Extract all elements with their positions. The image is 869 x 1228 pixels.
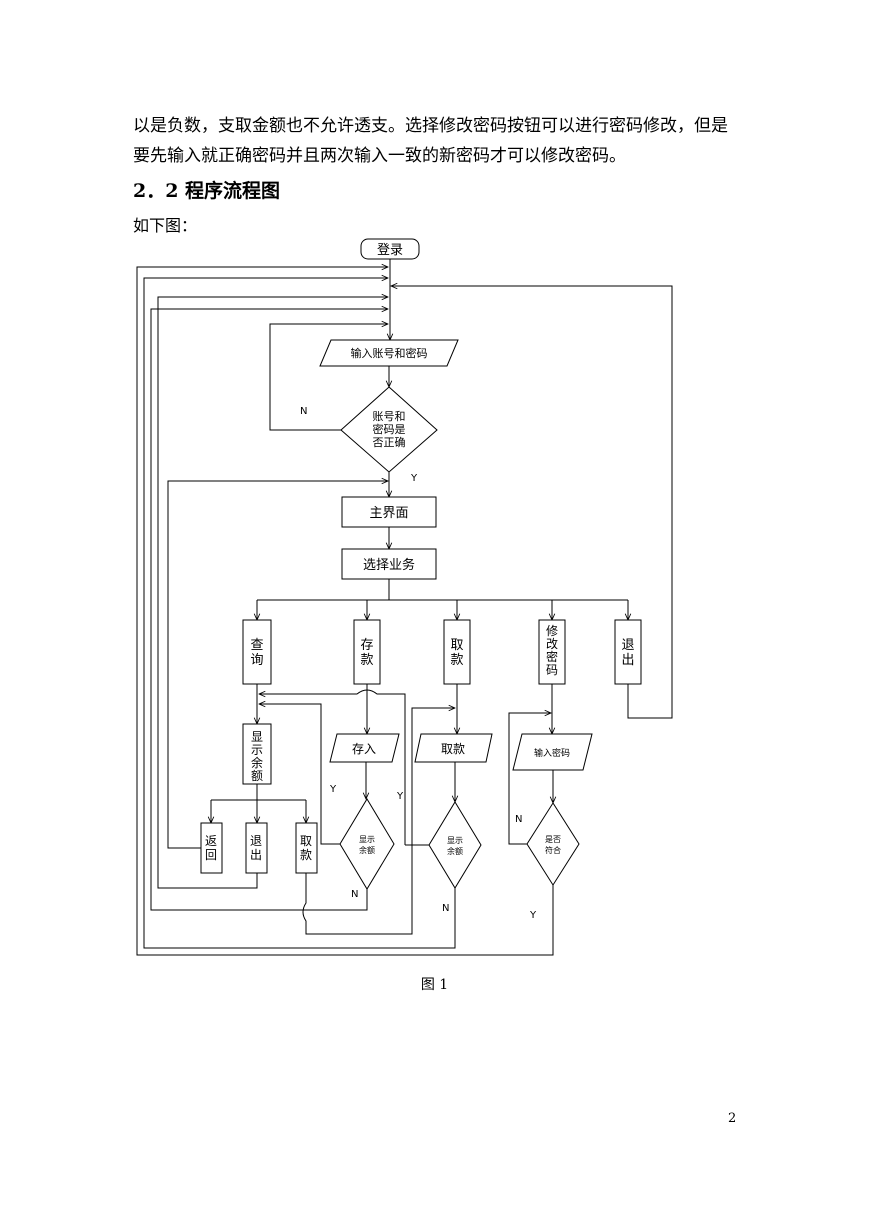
no-marker: N bbox=[442, 903, 449, 914]
match-check-label: 符合 bbox=[545, 845, 561, 855]
input-password-label: 输入密码 bbox=[534, 747, 570, 759]
choose-service-label: 选择业务 bbox=[363, 557, 415, 573]
yes-marker: Y bbox=[329, 784, 337, 795]
withdraw-input-label: 取款 bbox=[441, 742, 465, 756]
query-label: 询 bbox=[250, 653, 263, 668]
section-heading: 2．2 程序流程图 bbox=[133, 180, 281, 202]
no-marker: N bbox=[515, 814, 522, 825]
change-password-label: 码 bbox=[546, 663, 558, 677]
check-credentials-label: 密码是 bbox=[373, 422, 406, 436]
show-balance-diamond-label: 显示 bbox=[359, 835, 375, 844]
change-password-label: 密 bbox=[546, 649, 558, 664]
back-label: 回 bbox=[205, 848, 217, 862]
show-balance-diamond-2 bbox=[428, 801, 482, 889]
page-number: 2 bbox=[728, 1111, 737, 1126]
input-password-parallelogram bbox=[512, 733, 593, 771]
lead-text: 如下图： bbox=[133, 216, 198, 235]
deposit-input-parallelogram bbox=[329, 733, 400, 763]
withdraw2-label: 取 bbox=[300, 834, 312, 848]
input-credentials-label: 输入账号和密码 bbox=[351, 346, 428, 360]
change-password-label: 改 bbox=[546, 637, 558, 651]
withdraw-label: 款 bbox=[450, 653, 463, 668]
yes-marker: Y bbox=[529, 910, 537, 921]
yes-marker: Y bbox=[396, 791, 404, 802]
input-credentials-parallelogram bbox=[319, 339, 459, 367]
show-balance-diamond-label: 余额 bbox=[359, 845, 375, 855]
match-check-label: 是否 bbox=[545, 835, 561, 844]
exit2-label: 出 bbox=[250, 848, 262, 862]
login-label: 登录 bbox=[377, 243, 403, 258]
exit-label: 出 bbox=[621, 653, 634, 668]
show-balance-diamond-label: 显示 bbox=[447, 836, 463, 845]
match-check-diamond bbox=[526, 802, 580, 886]
show-balance-label: 显 bbox=[251, 730, 263, 744]
show-balance-label: 余 bbox=[251, 755, 263, 770]
query-label: 查 bbox=[250, 638, 263, 653]
exit2-label: 退 bbox=[250, 834, 262, 848]
withdraw-input-parallelogram bbox=[414, 733, 493, 763]
paragraph-line: 要先输入就正确密码并且两次输入一致的新密码才可以修改密码。 bbox=[133, 146, 626, 166]
exit-label: 退 bbox=[621, 638, 634, 653]
main-screen-label: 主界面 bbox=[369, 506, 408, 521]
check-credentials-label: 否正确 bbox=[373, 436, 406, 449]
withdraw-label: 取 bbox=[450, 638, 463, 653]
deposit-input-label: 存入 bbox=[352, 742, 376, 756]
back-label: 返 bbox=[205, 834, 217, 848]
check-credentials-label: 账号和 bbox=[373, 410, 406, 423]
deposit-label: 款 bbox=[360, 653, 373, 668]
no-marker: N bbox=[351, 889, 358, 900]
yes-marker: Y bbox=[410, 473, 418, 484]
deposit-label: 存 bbox=[360, 638, 373, 653]
show-balance-label: 示 bbox=[251, 743, 263, 757]
show-balance-diamond-1 bbox=[339, 798, 395, 890]
figure-caption: 图 1 bbox=[420, 977, 449, 993]
show-balance-diamond-label: 余额 bbox=[447, 846, 463, 856]
change-password-label: 修 bbox=[546, 623, 558, 638]
paragraph-line: 以是负数，支取金额也不允许透支。选择修改密码按钮可以进行密码修改，但是 bbox=[133, 116, 728, 136]
show-balance-label: 额 bbox=[251, 769, 263, 783]
withdraw2-label: 款 bbox=[300, 848, 312, 862]
no-marker: N bbox=[300, 406, 307, 417]
